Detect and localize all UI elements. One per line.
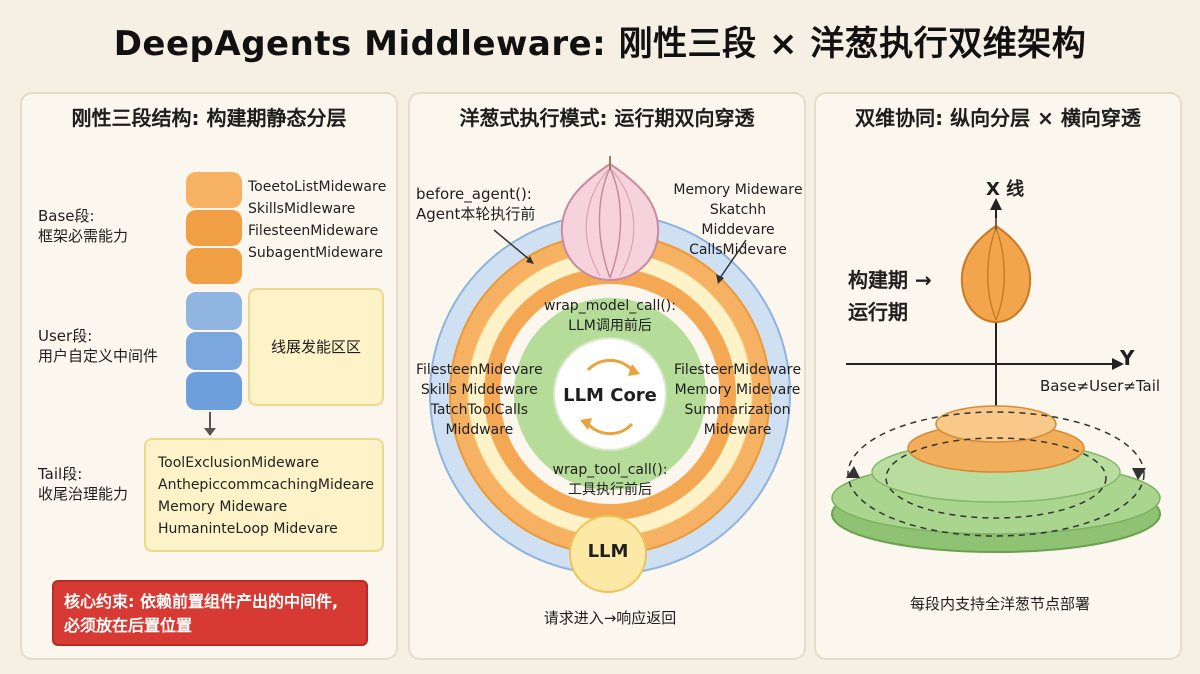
user-extension-label: 线展发能区区	[270, 338, 361, 356]
user-cylinder-segment	[186, 372, 242, 410]
left-middleware-list: FilesteenMidevare Skills Middeware Tatch…	[416, 362, 543, 438]
list-item: SkillsMidleware	[248, 201, 356, 217]
llm-label: LLM	[587, 541, 629, 562]
base-cylinder-segment	[186, 248, 242, 284]
left-panel-title: 刚性三段结构: 构建期静态分层	[71, 106, 347, 130]
list-item: AnthepiccommcachingMideare	[158, 477, 375, 493]
main-title: DeepAgents Middleware: 刚性三段 × 洋葱执行双维架构	[113, 24, 1087, 64]
right-middleware-list: FilesteerMidewarе Memory Midevare Summar…	[674, 362, 802, 438]
dual-axis-diagram	[831, 198, 1161, 553]
rigid-three-stage-panel: 刚性三段结构: 构建期静态分层 Base段: 框架必需能力 ToeetoList…	[20, 92, 398, 660]
core-arrow-bottom	[586, 422, 634, 436]
list-item: FilesteenMidewarе	[248, 223, 379, 239]
orange-disc-top	[935, 405, 1057, 443]
right-footer-caption: 每段内支持全洋葱节点部署	[909, 595, 1090, 613]
llm-core-label: LLM Core	[563, 385, 657, 406]
pointer-arrow	[493, 229, 531, 261]
wrap-tool-call-label: wrap_tool_call(): 工具执行前后	[552, 462, 668, 498]
segments-label: Base≠User≠Tail	[1040, 377, 1161, 395]
right-panel-title: 双维协同: 纵向分层 × 横向穿透	[855, 106, 1141, 130]
user-cylinder-segment	[186, 332, 242, 370]
list-item: SubagentMidewarе	[248, 245, 383, 261]
y-axis-label: Y	[1120, 346, 1135, 370]
base-cylinder-segment	[186, 172, 242, 208]
onion-rings-diagram	[429, 156, 791, 593]
user-extension-area: 线展发能区区	[248, 288, 384, 406]
list-item: ToolExclusionMidewarе	[158, 455, 320, 471]
wrap-model-call-label: wrap_model_call(): LLM调用前后	[544, 298, 676, 334]
onion-icon	[560, 156, 660, 282]
list-item: HumaninteLoop Midevare	[158, 521, 338, 537]
list-item: Memory Midewarе	[158, 499, 288, 515]
onion-execution-panel: 洋葱式执行模式: 运行期双向穿透 before_agen	[408, 92, 806, 660]
phase-labels: 构建期 → 运行期	[848, 268, 932, 324]
mid-panel-title: 洋葱式执行模式: 运行期双向穿透	[459, 106, 755, 130]
user-stage-label: User段: 用户自定义中间件	[38, 327, 159, 365]
orbit-arrow	[847, 411, 1145, 537]
list-item: ToeetoListMidewarе	[248, 179, 387, 195]
tail-stage-label: Tail段: 收尾治理能力	[38, 465, 129, 503]
top-right-middleware-list: Memory Midewarе Skatchh Middevare CallsM…	[673, 182, 803, 258]
pointer-arrow	[719, 239, 747, 279]
core-constraint-box: 核心约束: 依赖前置组件产出的中间件, 必须放在后置位置	[52, 580, 368, 646]
onion-icon	[960, 218, 1032, 324]
tail-middleware-box: ToolExclusionMidewarе Anthepiccommcachin…	[144, 438, 384, 552]
core-arrow-top	[586, 358, 634, 372]
base-stage-label: Base段: 框架必需能力	[38, 207, 129, 245]
x-axis-label: X 线	[986, 179, 1025, 200]
flow-caption: 请求进入→响应返回	[543, 609, 677, 627]
before-agent-label: before_agent(): Agent本轮执行前	[416, 185, 536, 223]
base-cylinder-segment	[186, 210, 242, 246]
orbit-arrow	[885, 437, 1107, 519]
user-cylinder-segment	[186, 292, 242, 330]
llm-circle	[569, 515, 647, 593]
dual-dimension-panel: 双维协同: 纵向分层 × 横向穿透 X 线 Y 构建期 → 运行期 Base≠U…	[814, 92, 1182, 660]
